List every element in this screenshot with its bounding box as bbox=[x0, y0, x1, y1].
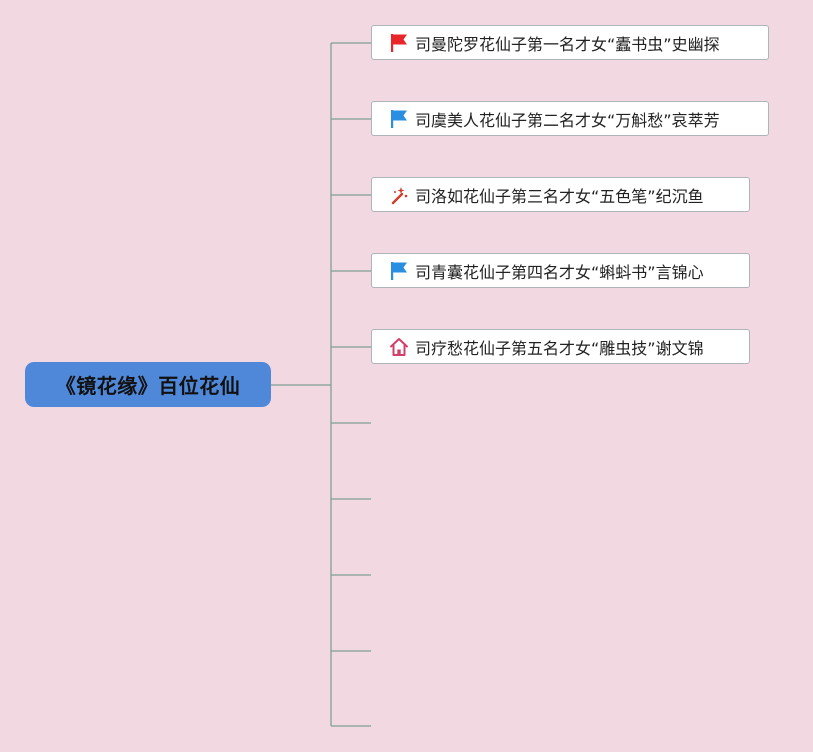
subtopic-1[interactable]: 司曼陀罗花仙子第一名才女“蠹书虫”史幽探 bbox=[371, 25, 769, 60]
subtopic-2[interactable]: 司虞美人花仙子第二名才女“万斛愁”哀萃芳 bbox=[371, 101, 769, 136]
subtopic-4[interactable]: 司青囊花仙子第四名才女“蝌蚪书”言锦心 bbox=[371, 253, 750, 288]
root-topic-label: 《镜花缘》百位花仙 bbox=[55, 374, 241, 398]
blue-flag-icon bbox=[388, 108, 410, 130]
magic-wand-icon bbox=[388, 184, 410, 206]
subtopic-label: 司曼陀罗花仙子第一名才女“蠹书虫”史幽探 bbox=[415, 34, 720, 54]
subtopic-label: 司虞美人花仙子第二名才女“万斛愁”哀萃芳 bbox=[415, 110, 720, 130]
subtopic-5[interactable]: 司疗愁花仙子第五名才女“雕虫技”谢文锦 bbox=[371, 329, 750, 364]
blue-flag-icon bbox=[388, 260, 410, 282]
subtopic-label: 司疗愁花仙子第五名才女“雕虫技”谢文锦 bbox=[415, 338, 704, 358]
home-icon bbox=[388, 336, 410, 358]
red-flag-icon bbox=[388, 32, 410, 54]
subtopic-3[interactable]: 司洛如花仙子第三名才女“五色笔”纪沉鱼 bbox=[371, 177, 750, 212]
subtopic-label: 司青囊花仙子第四名才女“蝌蚪书”言锦心 bbox=[415, 262, 704, 282]
root-topic[interactable]: 《镜花缘》百位花仙 bbox=[25, 362, 271, 407]
subtopic-label: 司洛如花仙子第三名才女“五色笔”纪沉鱼 bbox=[415, 186, 704, 206]
